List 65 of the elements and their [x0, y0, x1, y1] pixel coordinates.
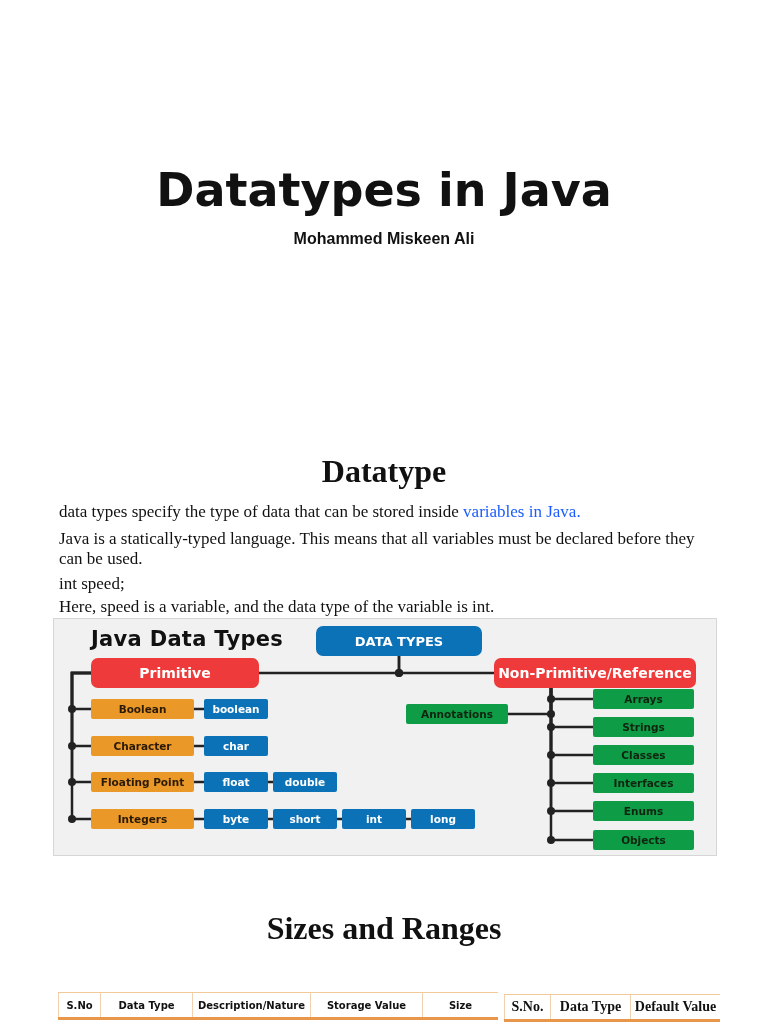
- type-box: [91, 809, 194, 829]
- type-box: [204, 699, 268, 719]
- type-box: [593, 830, 694, 850]
- type-label: Strings: [622, 721, 665, 733]
- type-label: byte: [222, 813, 250, 825]
- type-box: [204, 809, 268, 829]
- type-label: boolean: [212, 703, 260, 715]
- column-header: Size: [422, 993, 498, 1017]
- type-box: [593, 745, 694, 765]
- page-title: Datatypes in Java: [155, 163, 613, 217]
- type-box: [91, 658, 259, 688]
- column-header: S.No: [58, 993, 100, 1017]
- paragraph-text: data types specify the type of data that can be stored inside: [59, 502, 459, 521]
- type-box: [494, 658, 696, 688]
- type-label: Enums: [623, 805, 664, 817]
- type-label: int: [365, 813, 383, 825]
- type-box: [406, 704, 508, 724]
- column-header: Default Value: [630, 995, 720, 1019]
- type-label: Interfaces: [613, 777, 674, 789]
- type-label: double: [284, 776, 326, 788]
- type-label: Annotations: [421, 708, 493, 720]
- type-box: [411, 809, 475, 829]
- type-box: [593, 689, 694, 709]
- column-header: Description/Nature: [192, 993, 310, 1017]
- section-heading: Sizes and Ranges: [266, 910, 502, 947]
- type-box: [342, 809, 406, 829]
- type-label: long: [430, 813, 456, 825]
- heading-text: Java Data Types: [91, 627, 284, 651]
- type-label: Boolean: [118, 703, 167, 715]
- code-text: int speed;: [59, 574, 126, 594]
- column-header: Data Type: [100, 993, 192, 1017]
- type-label: Primitive: [139, 665, 211, 681]
- type-label: Classes: [621, 749, 666, 761]
- column-header: Data Type: [550, 995, 630, 1019]
- type-box: [273, 772, 337, 792]
- type-box: [316, 626, 482, 656]
- type-label: Objects: [621, 834, 666, 846]
- type-box: [204, 736, 268, 756]
- type-label: Integers: [117, 813, 168, 825]
- link: variables in Java.: [463, 502, 581, 521]
- paragraph-text: Here, speed is a variable, and the data type of the variable is int.: [59, 597, 496, 617]
- column-header: Storage Value: [310, 993, 422, 1017]
- connector-line: [397, 656, 494, 675]
- type-box: [91, 736, 194, 756]
- type-box: [593, 801, 694, 821]
- connector-line: [549, 688, 593, 842]
- column-header: S.No.: [504, 995, 550, 1019]
- type-label: DATA TYPES: [354, 633, 444, 649]
- type-box: [204, 772, 268, 792]
- author-name: Mohammed Miskeen Ali: [292, 230, 476, 248]
- type-box: [593, 717, 694, 737]
- type-box: [273, 809, 337, 829]
- type-box: [593, 773, 694, 793]
- section-heading: Datatype: [321, 453, 447, 490]
- type-box: [91, 772, 194, 792]
- type-label: char: [223, 740, 249, 752]
- type-label: short: [289, 813, 321, 825]
- type-label: Non-Primitive/Reference: [498, 665, 692, 681]
- type-label: Character: [113, 740, 172, 752]
- type-label: Floating Point: [100, 776, 185, 788]
- connector-line: [70, 671, 91, 821]
- type-label: float: [222, 776, 250, 788]
- paragraph-text: Java is a statically-typed language. This means that all variables must be declared before they can be used.: [59, 529, 696, 569]
- type-label: Arrays: [624, 693, 663, 705]
- type-box: [91, 699, 194, 719]
